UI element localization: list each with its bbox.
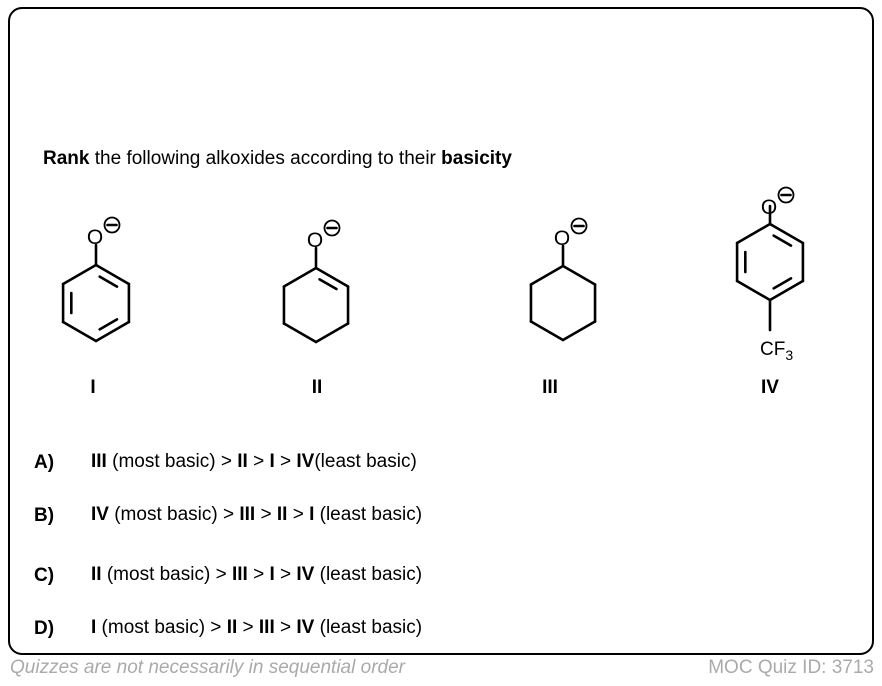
footer-note: Quizzes are not necessarily in sequentia… [10, 657, 405, 678]
bond [561, 264, 597, 286]
oxygen-atom: O [307, 229, 323, 252]
bond [735, 279, 772, 302]
bond [61, 320, 98, 343]
double-bond [318, 278, 338, 291]
molecule-label-2: II [311, 377, 323, 398]
bond [768, 222, 805, 245]
double-bond [772, 234, 793, 247]
bond [61, 263, 98, 286]
oxygen-atom: O [761, 196, 777, 219]
negative-charge-icon [103, 216, 121, 234]
quiz-card [8, 7, 874, 655]
bond [282, 266, 318, 288]
bond [561, 320, 597, 342]
negative-charge-icon [570, 217, 588, 235]
molecule-label-3: III [542, 377, 558, 398]
answer-option-d[interactable]: I (most basic) > II > III > IV (least ba… [91, 617, 423, 638]
option-letter[interactable]: C) [34, 565, 55, 586]
bond [314, 266, 350, 288]
bond [735, 222, 772, 245]
quiz-id: MOC Quiz ID: 3713 [708, 657, 874, 678]
question-text: Rank the following alkoxides according t… [43, 148, 512, 169]
answer-option-b[interactable]: IV (most basic) > III > II > I (least ba… [91, 504, 423, 525]
oxygen-atom: O [87, 226, 103, 249]
oxygen-atom: O [554, 227, 570, 250]
bond [529, 320, 565, 342]
bond [314, 322, 350, 344]
option-letter[interactable]: A) [34, 452, 55, 473]
negative-charge-icon [777, 186, 795, 204]
answer-option-a[interactable]: III (most basic) > II > I > IV(least bas… [91, 451, 417, 472]
molecule-label-4: IV [761, 377, 779, 398]
double-bond [772, 277, 793, 290]
negative-charge-icon [323, 219, 341, 237]
bond [94, 263, 131, 286]
double-bond [98, 275, 119, 288]
bond [768, 279, 805, 302]
double-bond [98, 318, 119, 331]
bond [282, 322, 318, 344]
answer-option-c[interactable]: II (most basic) > III > I > IV (least ba… [91, 564, 423, 585]
bond [94, 320, 131, 343]
option-letter[interactable]: D) [34, 618, 55, 639]
cf3-group: CF3 [760, 339, 793, 363]
option-letter[interactable]: B) [34, 505, 55, 526]
bond [529, 264, 565, 286]
molecule-label-1: I [90, 377, 96, 398]
